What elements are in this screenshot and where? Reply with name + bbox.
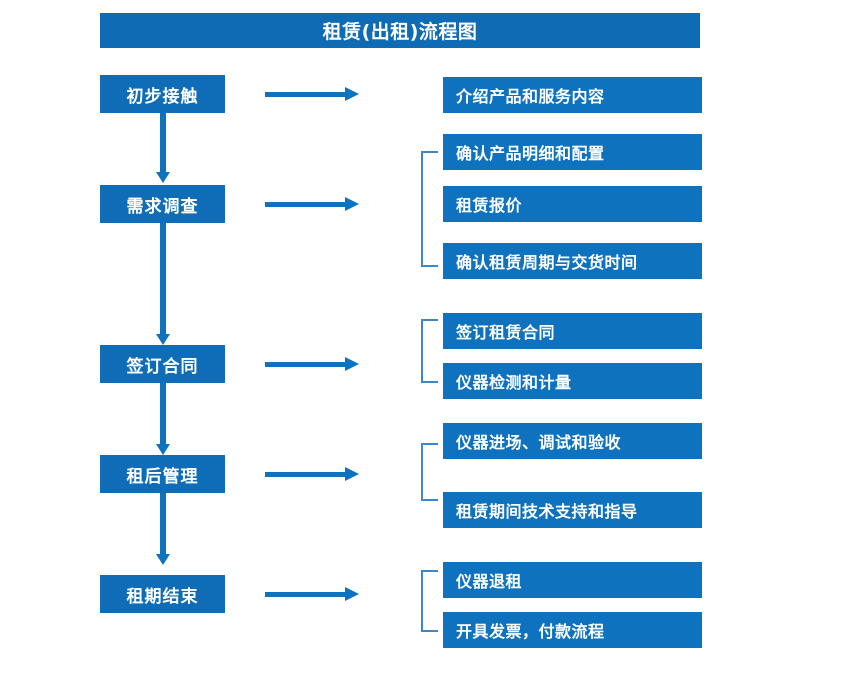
right-arrow-icon-4 [265, 466, 360, 482]
down-arrow-icon-4 [155, 493, 171, 565]
arrow-head [345, 87, 359, 101]
arrow-shaft [160, 493, 166, 554]
arrow-shaft [265, 592, 347, 597]
detail-box-4-2[interactable]: 租赁期间技术支持和指导 [443, 492, 702, 528]
arrow-head [345, 587, 359, 601]
arrow-head [345, 197, 359, 211]
arrow-shaft [265, 472, 347, 477]
page-title: 租赁(出租)流程图 [100, 13, 700, 48]
stage-box-4[interactable]: 租后管理 [100, 455, 225, 493]
arrow-shaft [265, 362, 347, 367]
left-bracket-icon-4 [421, 443, 438, 501]
left-bracket-icon-5 [421, 570, 438, 632]
arrow-head [345, 467, 359, 481]
right-arrow-icon-1 [265, 86, 360, 102]
detail-box-2-1[interactable]: 确认产品明细和配置 [443, 134, 702, 170]
arrow-head [345, 357, 359, 371]
arrow-head [156, 554, 170, 565]
arrow-shaft [160, 223, 166, 334]
arrow-shaft [160, 383, 166, 444]
down-arrow-icon-2 [155, 223, 171, 345]
detail-box-5-1[interactable]: 仪器退租 [443, 562, 702, 598]
arrow-shaft [160, 113, 166, 172]
detail-box-2-2[interactable]: 租赁报价 [443, 186, 702, 222]
stage-box-2[interactable]: 需求调查 [100, 185, 225, 223]
arrow-head [156, 444, 170, 455]
detail-box-1-1[interactable]: 介绍产品和服务内容 [443, 77, 702, 113]
down-arrow-icon-1 [155, 113, 171, 183]
right-arrow-icon-5 [265, 586, 360, 602]
arrow-shaft [265, 92, 347, 97]
right-arrow-icon-3 [265, 356, 360, 372]
arrow-head [156, 172, 170, 183]
detail-box-3-1[interactable]: 签订租赁合同 [443, 313, 702, 349]
detail-box-5-2[interactable]: 开具发票，付款流程 [443, 612, 702, 648]
detail-box-2-3[interactable]: 确认租赁周期与交货时间 [443, 243, 702, 279]
detail-box-3-2[interactable]: 仪器检测和计量 [443, 363, 702, 399]
arrow-head [156, 334, 170, 345]
right-arrow-icon-2 [265, 196, 360, 212]
left-bracket-icon-3 [421, 319, 438, 383]
stage-box-1[interactable]: 初步接触 [100, 75, 225, 113]
arrow-shaft [265, 202, 347, 207]
detail-box-4-1[interactable]: 仪器进场、调试和验收 [443, 423, 702, 459]
down-arrow-icon-3 [155, 383, 171, 455]
stage-box-5[interactable]: 租期结束 [100, 575, 225, 613]
stage-box-3[interactable]: 签订合同 [100, 345, 225, 383]
left-bracket-icon-2 [421, 151, 438, 267]
